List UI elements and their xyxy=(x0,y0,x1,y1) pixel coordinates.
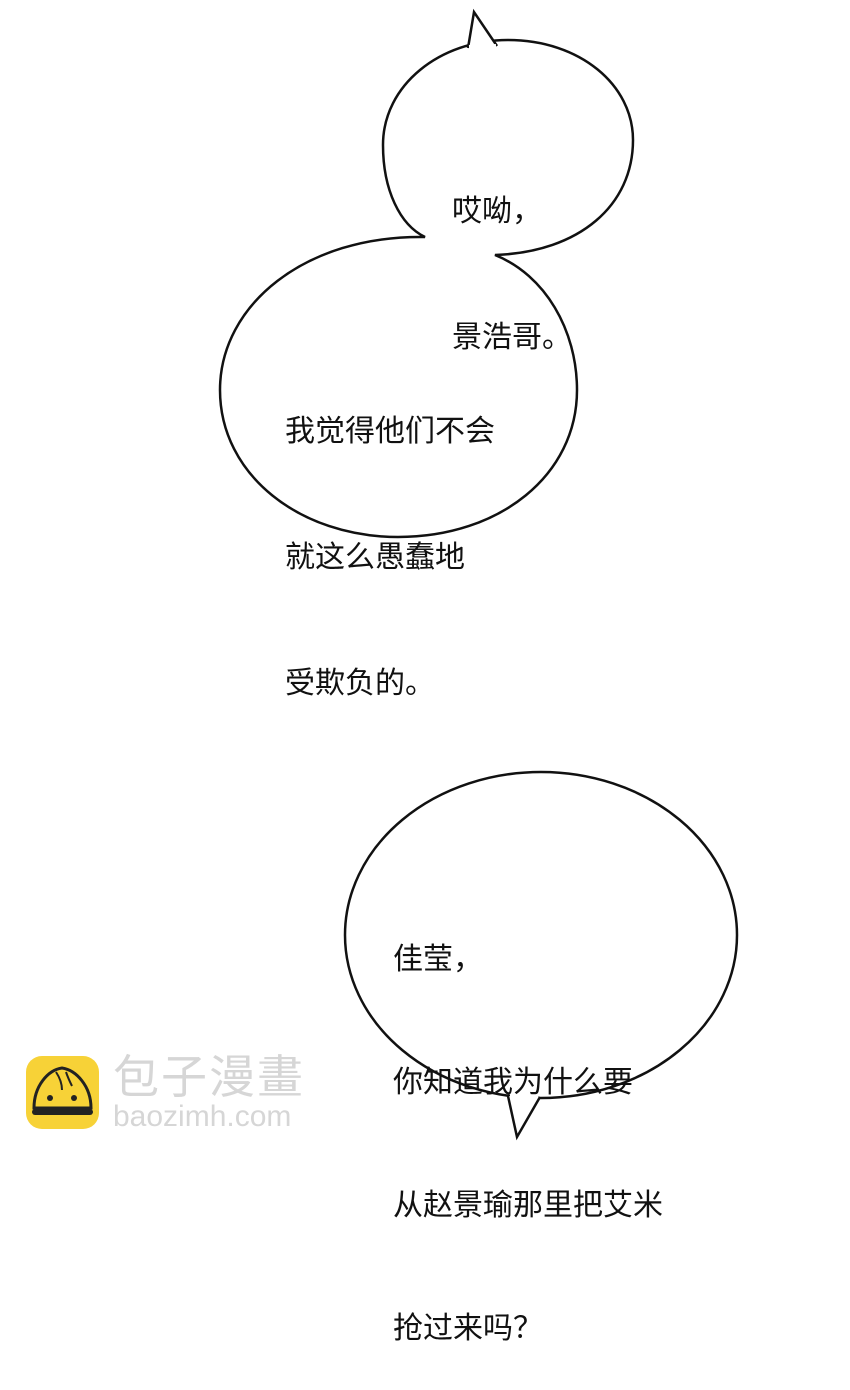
watermark: 包子漫畫 baozimh.com xyxy=(26,1052,305,1132)
text-line: 我觉得他们不会 xyxy=(285,414,495,449)
bubble-tail xyxy=(466,8,499,49)
bubble-text-3: 佳莹， 你知道我为什么要 从赵景瑜那里把艾米 抢过来吗？ xyxy=(393,857,663,1390)
gourd-speech-bubble xyxy=(218,8,635,539)
bun-logo-icon xyxy=(26,1055,99,1129)
text-line: 就这么愚蠢地 xyxy=(285,540,465,575)
text-line: 哎呦， xyxy=(452,194,542,229)
text-line: 抢过来吗？ xyxy=(393,1311,543,1346)
watermark-url: baozimh.com xyxy=(113,1100,292,1133)
text-line: 景浩哥。 xyxy=(452,320,572,355)
bubble-tail xyxy=(506,1095,542,1141)
round-speech-bubble xyxy=(343,770,739,1141)
bubble-text-2: 我觉得他们不会 就这么愚蠢地 受欺负的。 xyxy=(285,327,495,747)
text-line: 受欺负的。 xyxy=(285,666,435,701)
text-line: 你知道我为什么要 xyxy=(393,1065,633,1100)
text-line: 从赵景瑜那里把艾米 xyxy=(393,1188,663,1223)
watermark-name: 包子漫畫 xyxy=(113,1051,305,1103)
text-line: 佳莹， xyxy=(393,942,483,977)
bubble-text-1: 哎呦， 景浩哥。 xyxy=(452,107,572,401)
speech-bubbles xyxy=(218,8,739,1141)
